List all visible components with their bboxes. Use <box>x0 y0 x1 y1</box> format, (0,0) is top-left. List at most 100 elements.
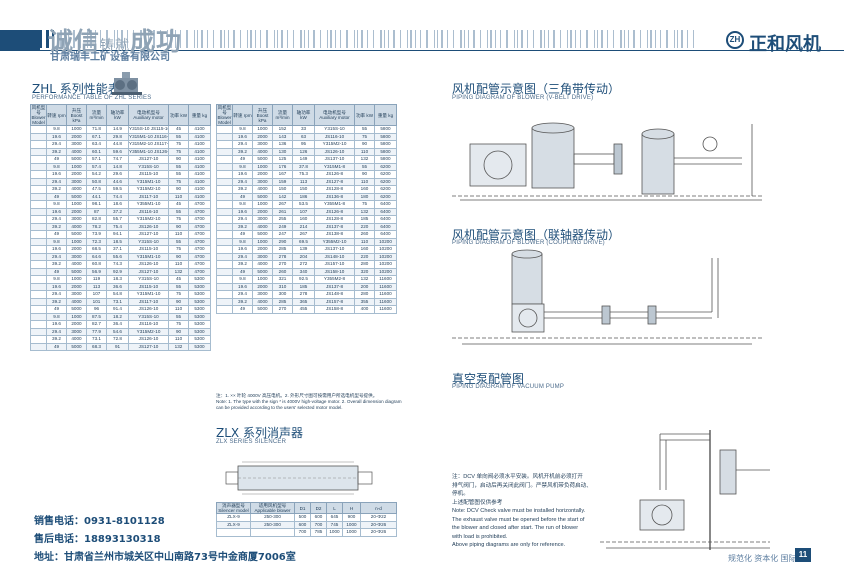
table-cell: 19.6 <box>232 132 253 141</box>
table-cell: 365 <box>292 297 315 306</box>
company-address: 地址：甘肃省兰州市城关区中山南路73号中金商厦7006室 <box>34 552 296 563</box>
header-stripe <box>340 30 341 48</box>
table-cell: 19.6 <box>232 207 253 216</box>
table-cell: 249 <box>272 222 293 231</box>
table-cell: 1000 <box>252 125 273 134</box>
table-cell: 39.2 <box>46 147 67 156</box>
zlx-col-d1: D1 <box>294 502 311 514</box>
table-cell: 700 <box>294 528 311 537</box>
table-cell: 19.6 <box>232 282 253 291</box>
table-cell: JS126-10 <box>128 335 169 344</box>
header-stripe <box>255 30 256 48</box>
table-cell: 55 <box>354 125 375 134</box>
zlx-title: ZLX 系列消声器 <box>216 426 303 440</box>
zlx-table: 消声器型号 Silencer model 适用风机型号 Applicable b… <box>216 502 397 537</box>
table-cell: 6400 <box>374 200 397 209</box>
table-cell: 57.1 <box>86 155 107 164</box>
table-cell: 110 <box>168 305 189 314</box>
table-cell: 6200 <box>374 192 397 201</box>
table-cell: 110 <box>168 260 189 269</box>
zhl-title: ZHL 系列性能表 <box>32 82 120 96</box>
table-cell: 5000 <box>252 305 273 314</box>
table-cell: 55.6 <box>106 252 129 261</box>
header-stripe <box>426 30 428 48</box>
table-cell: 39.2 <box>46 335 67 344</box>
table-cell: JS116-10 <box>314 132 355 141</box>
table-cell: 180 <box>354 192 375 201</box>
table-cell: 645 <box>326 513 343 522</box>
header-stripe <box>175 30 176 48</box>
table-cell: 53.5 <box>292 200 315 209</box>
service-phone: 售后电话：18893130318 <box>34 534 161 545</box>
header-stripe <box>100 30 101 48</box>
table-cell: 44.6 <box>106 177 129 186</box>
model-cell <box>216 125 233 134</box>
table-cell: 29.4 <box>232 177 253 186</box>
table-cell: Y315M1-8 <box>314 162 355 171</box>
table-cell: 49 <box>232 267 253 276</box>
table-cell: 75 <box>354 132 375 141</box>
header-stripe <box>437 30 438 48</box>
table-cell: 310 <box>272 282 293 291</box>
table-cell: 82.8 <box>86 215 107 224</box>
table-cell: 74.4 <box>106 192 129 201</box>
table-cell: 167 <box>272 170 293 179</box>
table-cell: 4700 <box>188 237 211 246</box>
table-cell: 78.2 <box>86 222 107 231</box>
table-cell: 2000 <box>252 132 273 141</box>
silencer-drawing <box>225 461 373 495</box>
table-cell: JS137-8 <box>314 222 355 231</box>
table-cell: 90 <box>168 297 189 306</box>
header-stripe <box>650 30 652 48</box>
table-cell: 132 <box>354 155 375 164</box>
table-cell: JS127-10 <box>128 267 169 276</box>
table-cell: 220 <box>354 222 375 231</box>
table-cell: 160 <box>354 245 375 254</box>
table-cell: 29.4 <box>46 140 67 149</box>
note-line: 排气阀门，启动后再关闭此阀门。严禁风机带负荷启动、 <box>452 482 592 489</box>
table-cell: 75 <box>168 147 189 156</box>
table-cell: 39.2 <box>232 147 253 156</box>
table-cell: 4000 <box>66 185 87 194</box>
brand-main-text: 诚信 <box>48 27 101 56</box>
col-header-flow: 流量 m³/min <box>86 104 107 126</box>
zlx-col-model: 消声器型号 Silencer model <box>216 502 251 514</box>
table-cell: 75.3 <box>292 170 315 179</box>
table-cell: 68.5 <box>86 245 107 254</box>
header-stripe <box>320 30 321 48</box>
table-cell: 19.6 <box>46 207 67 216</box>
header-stripe <box>495 30 496 48</box>
table-cell: 75 <box>168 177 189 186</box>
table-cell: 90 <box>168 222 189 231</box>
header-stripe <box>95 30 96 48</box>
note-line: the blower and closed after start. The r… <box>452 525 579 531</box>
table-cell: 143 <box>272 132 293 141</box>
table-cell: 278 <box>272 252 293 261</box>
table-cell: 29.4 <box>46 177 67 186</box>
coupling-piping-diagram <box>452 249 762 345</box>
vacuum-diagram-title: 真空泵配管图 <box>452 372 525 386</box>
table-cell: 400 <box>354 305 375 314</box>
table-cell: 5800 <box>374 147 397 156</box>
table-cell: 119 <box>86 275 107 284</box>
table-cell: 18.2 <box>106 312 129 321</box>
table-cell: 75 <box>168 290 189 299</box>
table-cell: 3000 <box>252 215 273 224</box>
table-cell: 4700 <box>188 200 211 209</box>
model-cell <box>30 267 47 276</box>
model-cell <box>30 155 47 164</box>
col-header-boost: 升压 Boost kPa <box>66 104 87 126</box>
table-cell: 5300 <box>188 275 211 284</box>
table-cell: 72.3 <box>86 237 107 246</box>
